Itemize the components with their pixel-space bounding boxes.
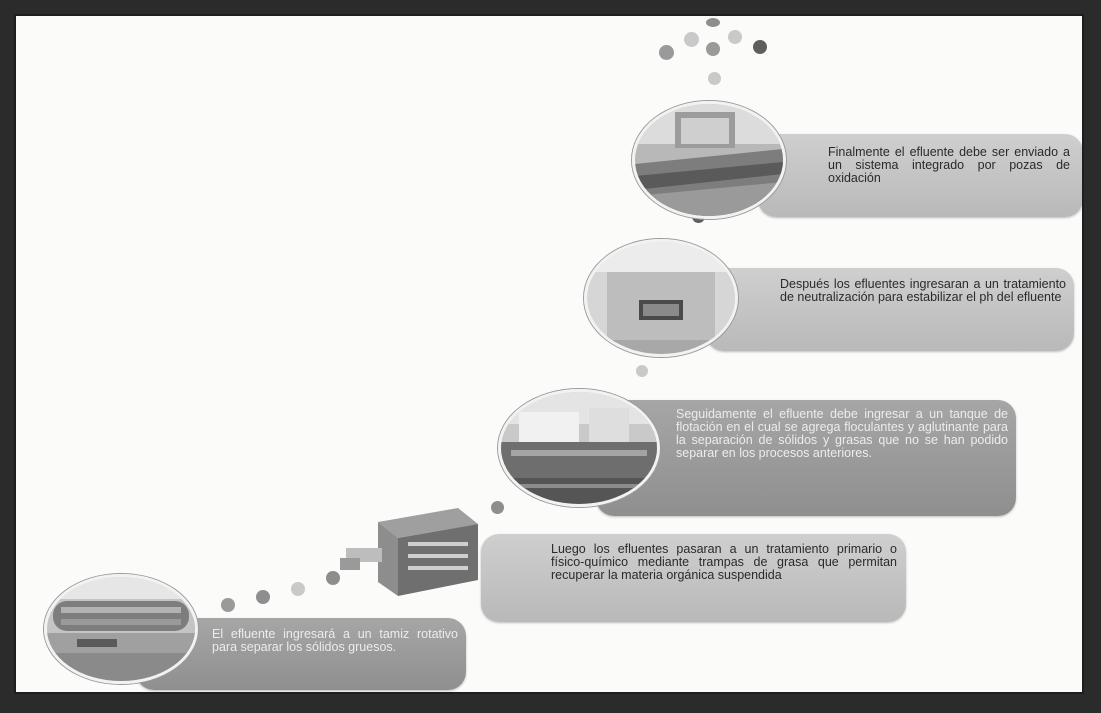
dot xyxy=(221,598,235,612)
dot xyxy=(659,45,674,60)
dot xyxy=(326,571,340,585)
step-1-photo-rotary-screen xyxy=(44,574,198,684)
step-4-bubble xyxy=(706,268,1074,351)
dot xyxy=(708,72,721,85)
step-5-text: Finalmente el efluente debe ser enviado … xyxy=(828,145,1070,185)
step-1-text: El efluente ingresará a un tamiz rotativ… xyxy=(212,627,458,654)
step-4-photo-neutralization-tank xyxy=(584,239,738,357)
step-3-bubble xyxy=(596,400,1016,516)
step-3-text: Seguidamente el efluente debe ingresar a… xyxy=(676,407,1008,460)
dot xyxy=(706,18,720,27)
step-5-bubble xyxy=(758,134,1082,217)
dot xyxy=(728,30,742,44)
dot xyxy=(636,365,648,377)
dot xyxy=(753,40,767,54)
dot xyxy=(291,582,305,596)
dot xyxy=(706,42,720,56)
step-3-photo-flotation-tank xyxy=(498,389,660,507)
diagram-frame: Finalmente el efluente debe ser enviado … xyxy=(14,14,1084,694)
step-2-text: Luego los efluentes pasaran a un tratami… xyxy=(551,542,897,582)
step-2-photo-grease-trap xyxy=(338,502,494,600)
step-2-bubble xyxy=(481,534,906,622)
step-4-text: Después los efluentes ingresaran a un tr… xyxy=(780,277,1066,304)
dot xyxy=(491,501,504,514)
dot xyxy=(684,32,699,47)
step-5-photo-oxidation-ponds xyxy=(632,101,786,219)
dot xyxy=(256,590,270,604)
